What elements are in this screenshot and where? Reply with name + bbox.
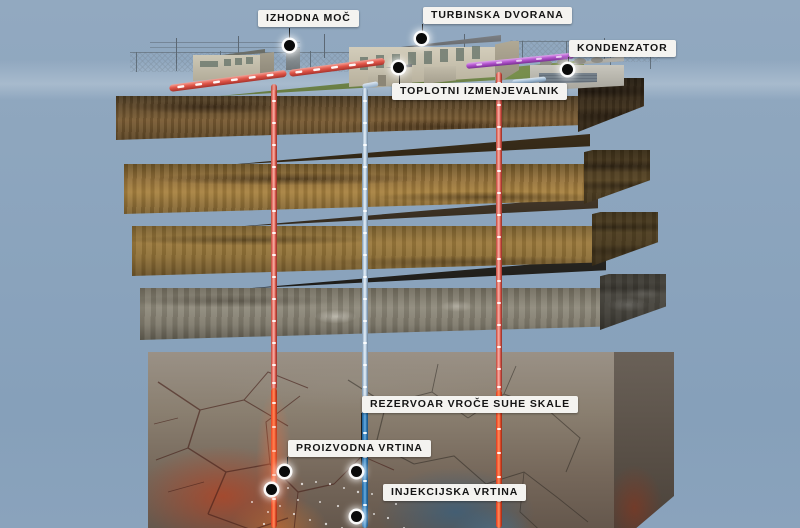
soil-front-face: [116, 96, 584, 140]
label-proizvodna-vrtina[interactable]: PROIZVODNA VRTINA: [288, 440, 431, 458]
injection-well-bottom-dot[interactable]: [351, 511, 362, 522]
production-well-left-elbow: [271, 84, 277, 94]
turbine-hall-window: [456, 48, 464, 61]
sandstone-1-front-face: [124, 164, 590, 214]
turbine-hall-window: [472, 46, 480, 59]
leader-line-izhodna-moc: [289, 28, 290, 46]
heat-exchanger-annex-2: [424, 66, 456, 84]
leader-line-proizvodna-vrtina: [287, 457, 288, 471]
label-izhodna-moc[interactable]: IZHODNA MOČ: [258, 10, 359, 28]
switchyard-window: [224, 59, 231, 66]
production-well-left-heat-glow: [256, 390, 292, 528]
production-well-bottom-dot[interactable]: [266, 484, 277, 495]
fence-post: [566, 41, 567, 63]
turbine-hall-window: [408, 52, 416, 65]
anchor-dot-rezervoar[interactable]: [351, 466, 362, 477]
leader-line-kondenzator: [568, 57, 569, 69]
fence-post: [310, 51, 311, 71]
lamp-post: [324, 34, 325, 58]
label-turbinska-dvorana[interactable]: TURBINSKA DVORANA: [423, 7, 572, 25]
condenser-pipe: [466, 52, 575, 69]
transmission-line: [150, 47, 300, 48]
lamp-post: [464, 34, 465, 58]
heat-exchanger-door: [378, 75, 386, 86]
lamp-post: [176, 38, 177, 64]
production-well-right: [496, 72, 502, 392]
switchyard-window: [200, 61, 218, 67]
anchor-dot-turbinska-dvorana[interactable]: [416, 33, 427, 44]
fence-post: [136, 52, 137, 72]
hot-pipe-surface-right: [289, 57, 386, 77]
transmission-line: [150, 42, 300, 43]
anchor-dot-kondenzator[interactable]: [562, 64, 573, 75]
production-well-left: [271, 90, 277, 390]
condenser-fan: [540, 60, 552, 66]
injection-well-cold-section: [362, 396, 368, 528]
condenser-louvre-panel: [539, 73, 597, 84]
anchor-dot-proizvodna-vrtina[interactable]: [279, 466, 290, 477]
condenser-fan: [591, 57, 603, 63]
switchyard-window: [246, 57, 253, 64]
production-well-left-hot-section: [271, 388, 277, 528]
hot-dry-rock-side-face: [608, 352, 674, 528]
anchor-dot-toplotni-izmenjevalnik[interactable]: [393, 62, 404, 73]
turbine-hall-window: [440, 49, 448, 62]
output-transformer: [286, 48, 300, 70]
turbine-hall-window: [392, 54, 400, 67]
pipe-dash-marks: [177, 73, 274, 89]
leader-line-toplotni-izmenjevalnik: [399, 72, 400, 84]
fence-post: [522, 41, 523, 63]
anchor-dot-izhodna-moc[interactable]: [284, 40, 295, 51]
hot-pipe-surface-left: [169, 69, 287, 92]
label-toplotni-izmenjevalnik[interactable]: TOPLOTNI IZMENJEVALNIK: [392, 83, 568, 101]
lamp-post: [238, 36, 239, 60]
condenser-fan: [574, 58, 586, 64]
condenser-fan: [557, 59, 569, 65]
turbine-hall-window: [424, 51, 432, 64]
label-kondenzator[interactable]: KONDENZATOR: [569, 40, 676, 58]
leader-line-turbinska-dvorana: [422, 24, 423, 38]
label-injekcijska-vrtina[interactable]: INJEKCIJSKA VRTINA: [383, 484, 527, 502]
switchyard-window: [235, 58, 242, 65]
stratum-sandstone-1: [124, 134, 650, 244]
pipe-dash-marks: [476, 55, 562, 66]
label-rezervoar[interactable]: REZERVOAR VROČE SUHE SKALE: [362, 396, 578, 414]
pipe-dash-marks: [295, 61, 374, 74]
injection-well-center: [362, 88, 368, 398]
